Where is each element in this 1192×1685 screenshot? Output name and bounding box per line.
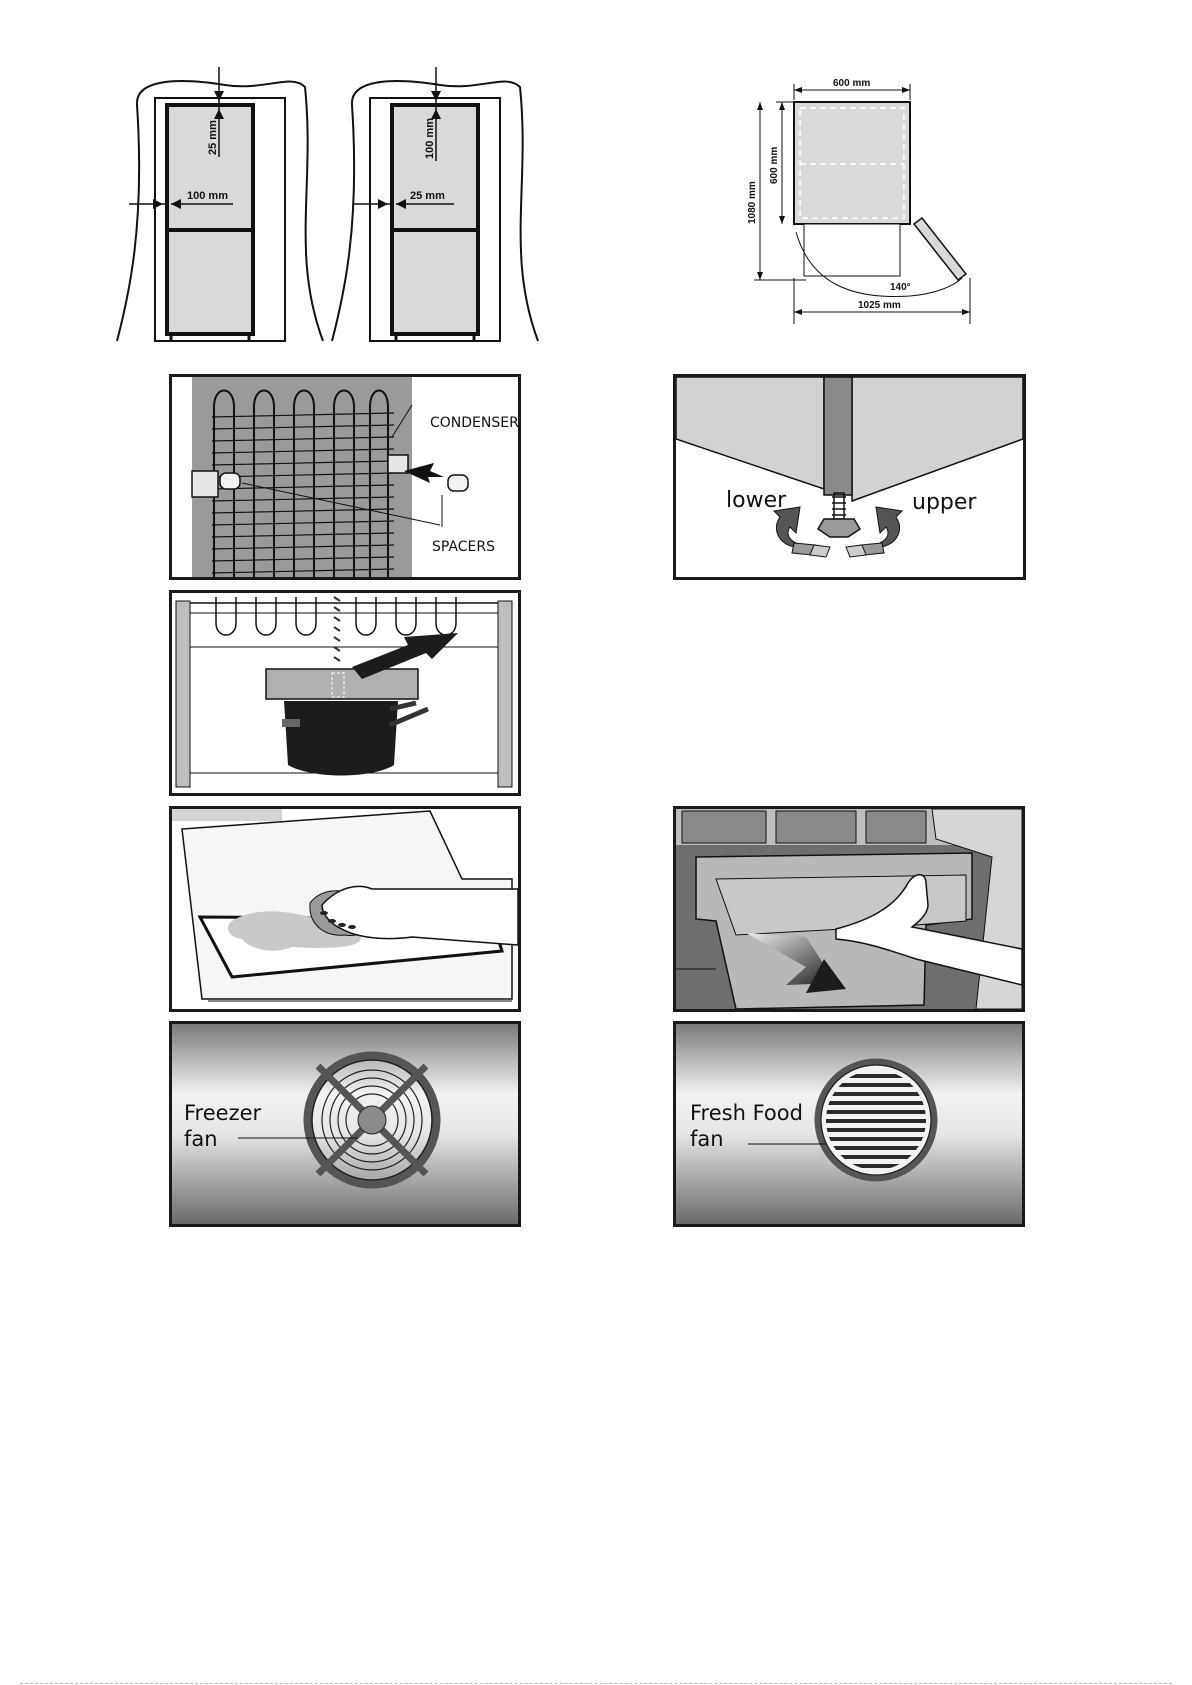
top-gap-label: 100 mm	[424, 118, 436, 159]
leveling-panel: lower upper	[673, 374, 1026, 580]
side-gap-label: 25 mm	[410, 190, 445, 202]
door-angle-label: 140°	[890, 282, 911, 293]
width-label: 600 mm	[833, 78, 870, 89]
upper-label: upper	[912, 490, 977, 515]
freezer-fan-panel: Freezer fan	[169, 1021, 521, 1227]
depth-label: 600 mm	[769, 147, 780, 184]
condenser-panel: CONDENSER SPACERS	[169, 374, 521, 580]
fresh-food-fan-label-line2: fan	[690, 1127, 724, 1151]
dimension-diagram: 600 mm 600 mm 1080 mm 140° 1025 mm	[740, 72, 1000, 347]
fresh-food-fan-panel: Fresh Food fan	[673, 1021, 1025, 1227]
height-label: 1080 mm	[747, 181, 758, 224]
freezer-fan-label-line2: fan	[184, 1127, 218, 1151]
fresh-food-fan-label-line1: Fresh Food	[690, 1101, 803, 1125]
compressor-panel	[169, 590, 521, 796]
clearance-diagram-left: 25 mm 100 mm	[115, 65, 330, 347]
condenser-label: CONDENSER	[430, 415, 518, 431]
spacers-label: SPACERS	[432, 539, 495, 555]
clearance-diagram-right: 100 mm 25 mm	[330, 65, 545, 347]
page-bottom-rule	[20, 1683, 1172, 1684]
drawer-panel	[673, 806, 1025, 1012]
freezer-fan-label-line1: Freezer	[184, 1101, 262, 1125]
cleaning-panel	[169, 806, 521, 1012]
overall-depth-label: 1025 mm	[858, 300, 901, 311]
lower-label: lower	[726, 488, 787, 513]
side-gap-label: 100 mm	[187, 190, 228, 202]
top-gap-label: 25 mm	[207, 120, 219, 155]
